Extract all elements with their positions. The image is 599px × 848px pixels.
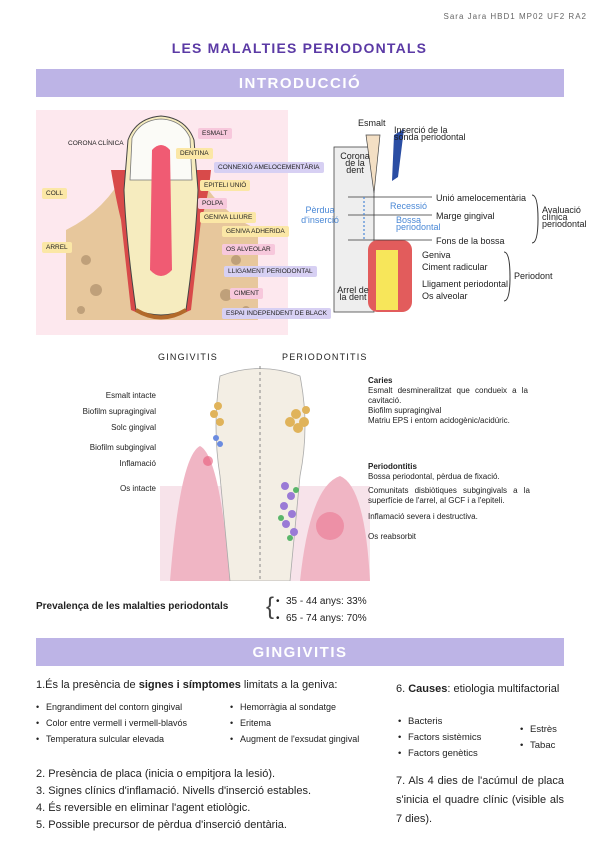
- label-epiteli: EPITELI UNIÓ: [200, 180, 251, 191]
- label-connexio: CONNEXIÓ AMELOCEMENTÀRIA: [214, 162, 324, 173]
- cause-item: Factors sistèmics: [398, 730, 481, 746]
- sign-item: Eritema: [230, 715, 359, 731]
- caries-title: Caries: [368, 376, 393, 385]
- prevalence-label: Prevalença de les malalties periodontals: [36, 601, 229, 612]
- probe-label-insercio: Inserció de la sonda periodontal: [394, 125, 466, 142]
- caries-item: Esmalt desmineralitzat que condueix a la…: [368, 386, 528, 405]
- label-polpa: POLPA: [198, 198, 228, 209]
- probe-label-avaluacio: Avaluació clínica periodontal: [542, 205, 587, 229]
- label-geniva-adherida: GENIVA ADHERIDA: [222, 226, 289, 237]
- header-periodontitis: PERIODONTITIS: [282, 352, 368, 362]
- point-item: 4. És reversible en eliminar l'agent eti…: [36, 802, 251, 814]
- point-item: 2. Presència de placa (inicia o empitjor…: [36, 768, 276, 780]
- gingivitis-points: 2. Presència de placa (inicia o empitjor…: [36, 766, 376, 834]
- cause-item: Estrès: [520, 722, 557, 738]
- banner-gingivitis: GINGIVITIS: [36, 638, 564, 666]
- causes-left-list: Bacteris Factors sistèmics Factors genèt…: [398, 714, 481, 762]
- left-label-esmalt: Esmalt intacte: [105, 391, 156, 400]
- intro-text-end: limitats a la geniva:: [240, 679, 338, 691]
- left-label-os: Os intacte: [119, 484, 156, 493]
- point-item: 3. Signes clínics d'inflamació. Nivells …: [36, 785, 312, 797]
- causes-right-list: Estrès Tabac: [520, 722, 557, 754]
- probe-label-periodont: Periodont: [514, 271, 553, 281]
- probe-label-esmalt: Esmalt: [358, 118, 386, 128]
- probe-label-geniva: Geniva: [422, 250, 451, 260]
- left-label-biofilm-sub: Biofilm subgingival: [89, 443, 156, 452]
- left-label-solc: Solc gingival: [111, 423, 156, 432]
- header-gingivitis: GINGIVITIS: [158, 352, 219, 362]
- probe-label-os: Os alveolar: [422, 291, 468, 301]
- probe-label-arrel: Arrel de la dent: [337, 285, 369, 302]
- caries-item: Matriu EPS i entorn acidogènic/acidúric.: [368, 416, 510, 425]
- label-coll: COLL: [42, 188, 67, 199]
- probe-label-marge: Marge gingival: [436, 211, 495, 221]
- left-label-biofilm-supra: Biofilm supragingival: [82, 407, 156, 416]
- signs-right-list: Hemorràgia al sondatge Eritema Augment d…: [230, 699, 359, 747]
- sign-item: Hemorràgia al sondatge: [230, 699, 359, 715]
- point-item: 5. Possible precursor de pèrdua d'inserc…: [36, 819, 287, 831]
- label-lligament: LLIGAMENT PERIODONTAL: [224, 266, 317, 277]
- label-geniva-lliure: GENIVA LLIURE: [200, 212, 257, 223]
- sign-item: Engrandiment del contorn gingival: [36, 699, 187, 715]
- comparison-figure: [160, 366, 370, 581]
- prevalence-list: 35 - 44 anys: 33% 65 - 74 anys: 70%: [276, 593, 367, 627]
- left-label-inflamacio: Inflamació: [119, 459, 156, 468]
- banner-introduccio: INTRODUCCIÓ: [36, 69, 564, 97]
- sign-item: Augment de l'exsudat gingival: [230, 731, 359, 747]
- probe-label-bossa: Bossa periodontal: [396, 215, 441, 232]
- probe-label-unio: Unió amelocementària: [436, 193, 527, 203]
- author-line: Sara Jara HBD1 MP02 UF2 RA2: [443, 12, 587, 21]
- causes-bold: Causes: [408, 683, 448, 695]
- page-title: LES MALALTIES PERIODONTALS: [171, 40, 428, 56]
- label-corona-clinica: CORONA CLÍNICA: [68, 140, 124, 147]
- point-7: 7. Als 4 dies de l'acúmul de placa s'ini…: [396, 775, 564, 825]
- probe-label-perdua: Pèrdua d'inserció: [301, 205, 339, 225]
- brace-icon: {: [266, 593, 275, 620]
- label-ciment: CIMENT: [230, 288, 263, 299]
- probe-drawing: [333, 129, 539, 313]
- label-espai: ESPAI INDEPENDENT DE BLACK: [222, 308, 331, 319]
- label-os-alveolar: OS ALVEOLAR: [222, 244, 275, 255]
- causes-text: 6.: [396, 683, 409, 695]
- label-arrel: ARREL: [42, 242, 72, 253]
- tooth-anatomy-figure: CORONA CLÍNICA COLL ARREL ESMALT DENTINA…: [36, 110, 331, 335]
- cause-item: Bacteris: [398, 714, 481, 730]
- signs-left-list: Engrandiment del contorn gingival Color …: [36, 699, 187, 747]
- prevalence-item: 35 - 44 anys: 33%: [276, 593, 367, 610]
- intro-bold: signes i símptomes: [138, 679, 241, 691]
- perio-item: Comunitats disbiòtiques subgingivals a l…: [368, 486, 530, 505]
- intro-text: 1.És la presència de: [36, 679, 139, 691]
- perio-title: Periodontitis: [368, 462, 417, 471]
- perio-item: Inflamació severa i destructiva.: [368, 512, 478, 521]
- probe-label-lligament: Lligament periodontal: [422, 279, 509, 289]
- perio-item: Os reabsorbit: [368, 532, 417, 541]
- cause-item: Factors genètics: [398, 746, 481, 762]
- caries-item: Biofilm supragingival: [368, 406, 442, 415]
- caries-block: Caries Esmalt desmineralitzat que condue…: [368, 376, 528, 426]
- causes-heading: 6. Causes: etiologia multifactorial: [396, 680, 566, 698]
- sign-item: Color entre vermell i vermell-blavós: [36, 715, 187, 731]
- comparison-drawing: [160, 366, 370, 581]
- probe-label-fons: Fons de la bossa: [436, 236, 505, 246]
- periodontitis-block: Periodontitis Bossa periodontal, pèrdua …: [368, 462, 530, 542]
- sign-item: Temperatura sulcular elevada: [36, 731, 187, 747]
- gingivitis-intro: 1.És la presència de signes i símptomes …: [36, 678, 337, 693]
- probe-diagram: Esmalt Inserció de la sonda periodontal …: [298, 115, 588, 320]
- label-esmalt: ESMALT: [198, 128, 232, 139]
- causes-text-end: : etiologia multifactorial: [447, 683, 560, 695]
- probe-label-corona: Corona de la dent: [340, 151, 370, 175]
- prevalence-item: 65 - 74 anys: 70%: [276, 610, 367, 627]
- probe-label-ciment: Ciment radicular: [422, 262, 488, 272]
- probe-label-recessio: Recessió: [390, 201, 428, 211]
- perio-item: Bossa periodontal, pèrdua de fixació.: [368, 472, 500, 481]
- cause-item: Tabac: [520, 738, 557, 754]
- label-dentina: DENTINA: [176, 148, 213, 159]
